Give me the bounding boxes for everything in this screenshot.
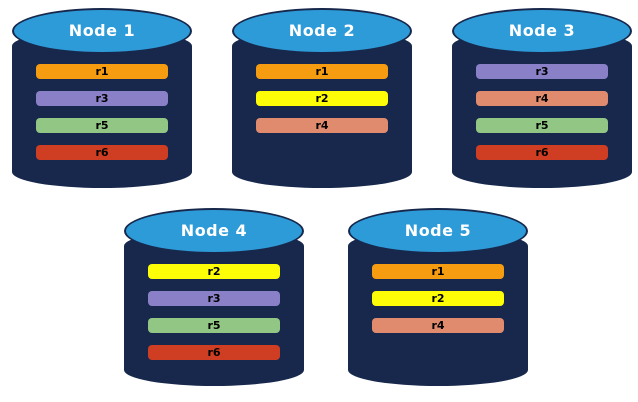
cylinder-top-icon: Node 5 (348, 208, 528, 254)
replica-bar-label: r3 (207, 292, 221, 305)
replica-bar-label: r1 (431, 265, 445, 278)
replica-bar-r4[interactable]: r4 (476, 91, 608, 106)
replica-bar-label: r5 (95, 119, 109, 132)
replica-list: r1 r3 r5 r6 (12, 64, 192, 160)
database-node-4[interactable]: r2 r3 r5 r6 Node 4 (124, 208, 304, 386)
node-title: Node 4 (180, 221, 248, 240)
replica-bar-label: r4 (315, 119, 329, 132)
replica-bar-label: r6 (535, 146, 549, 159)
cylinder-body-icon (232, 30, 412, 188)
cylinder-body-icon (452, 30, 632, 188)
replica-list: r2 r3 r5 r6 (124, 264, 304, 360)
replica-bar-label: r6 (207, 346, 221, 359)
replica-bar-label: r2 (315, 92, 329, 105)
replica-bar-r1[interactable]: r1 (372, 264, 504, 279)
cylinder-body-icon (348, 230, 528, 386)
replica-list: r1 r2 r4 (348, 264, 528, 333)
replica-list: r3 r4 r5 r6 (452, 64, 632, 160)
replica-bar-label: r6 (95, 146, 109, 159)
replica-bar-r3[interactable]: r3 (36, 91, 168, 106)
replica-bar-r6[interactable]: r6 (36, 145, 168, 160)
cylinder-top-icon: Node 1 (12, 8, 192, 54)
node-title: Node 5 (404, 221, 472, 240)
replica-bar-r4[interactable]: r4 (372, 318, 504, 333)
replica-bar-r5[interactable]: r5 (36, 118, 168, 133)
node-title: Node 1 (68, 21, 136, 40)
database-node-1[interactable]: r1 r3 r5 r6 Node 1 (12, 8, 192, 188)
replica-list: r1 r2 r4 (232, 64, 412, 133)
database-node-3[interactable]: r3 r4 r5 r6 Node 3 (452, 8, 632, 188)
replica-bar-r3[interactable]: r3 (148, 291, 280, 306)
database-node-5[interactable]: r1 r2 r4 Node 5 (348, 208, 528, 386)
cylinder-top-icon: Node 4 (124, 208, 304, 254)
replica-bar-r5[interactable]: r5 (148, 318, 280, 333)
replica-bar-label: r4 (431, 319, 445, 332)
replica-bar-label: r3 (535, 65, 549, 78)
replica-bar-r3[interactable]: r3 (476, 64, 608, 79)
replica-bar-label: r5 (207, 319, 221, 332)
replica-bar-r6[interactable]: r6 (476, 145, 608, 160)
replica-bar-label: r5 (535, 119, 549, 132)
cylinder-top-icon: Node 2 (232, 8, 412, 54)
replica-bar-label: r1 (315, 65, 329, 78)
replica-bar-r2[interactable]: r2 (372, 291, 504, 306)
node-title: Node 3 (508, 21, 576, 40)
replica-bar-label: r4 (535, 92, 549, 105)
replica-bar-r2[interactable]: r2 (148, 264, 280, 279)
database-node-2[interactable]: r1 r2 r4 Node 2 (232, 8, 412, 188)
replica-bar-r5[interactable]: r5 (476, 118, 608, 133)
cylinder-top-icon: Node 3 (452, 8, 632, 54)
replica-bar-r1[interactable]: r1 (256, 64, 388, 79)
replica-bar-label: r2 (207, 265, 221, 278)
cylinder-body-icon (124, 230, 304, 386)
replica-bar-r2[interactable]: r2 (256, 91, 388, 106)
replica-bar-r6[interactable]: r6 (148, 345, 280, 360)
node-title: Node 2 (288, 21, 356, 40)
replica-bar-label: r3 (95, 92, 109, 105)
replica-bar-r1[interactable]: r1 (36, 64, 168, 79)
replica-bar-label: r2 (431, 292, 445, 305)
replica-bar-label: r1 (95, 65, 109, 78)
replica-bar-r4[interactable]: r4 (256, 118, 388, 133)
